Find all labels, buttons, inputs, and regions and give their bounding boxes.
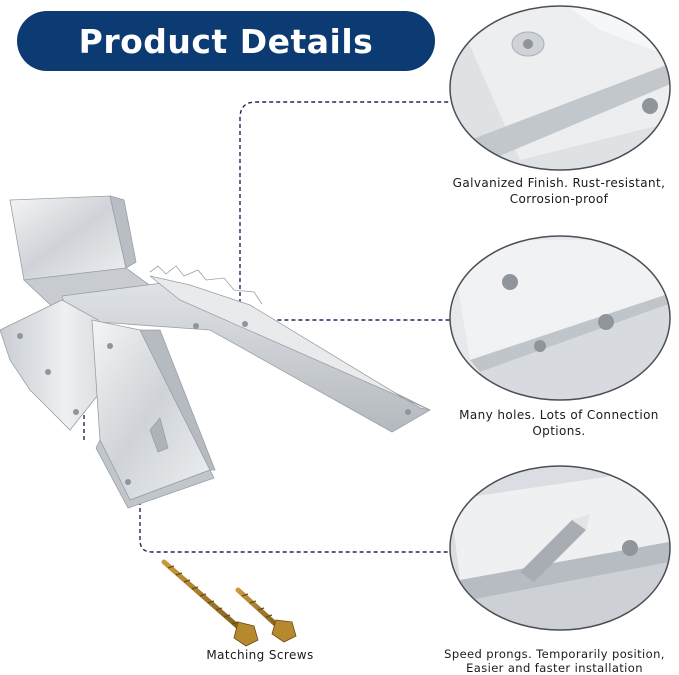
caption-screws-text: Matching Screws: [206, 648, 314, 662]
caption-holes-line-2: Options.: [532, 424, 586, 438]
joist-hanger-bracket: [0, 195, 431, 509]
caption-holes: Many holes. Lots of Connection Options.: [440, 407, 678, 439]
caption-finish-line-2: Corrosion-proof: [509, 192, 609, 206]
caption-finish: Galvanized Finish. Rust-resistant, Corro…: [440, 175, 678, 207]
page-title: Product Details: [78, 21, 374, 61]
callout-line-finish: [239, 101, 452, 310]
screw-1: [161, 559, 259, 647]
screw-2: [235, 587, 297, 643]
title-banner: Product Details: [17, 11, 435, 71]
zoom-detail-prongs: [449, 465, 671, 631]
caption-prongs-line-2: Easier and faster installation: [466, 661, 643, 675]
callout-line-prongs: [139, 480, 452, 553]
caption-prongs-line-1: Speed prongs. Temporarily position,: [444, 647, 665, 661]
caption-screws: Matching Screws: [180, 647, 340, 663]
caption-finish-line-1: Galvanized Finish. Rust-resistant,: [452, 176, 666, 190]
zoom-detail-finish: [449, 5, 671, 171]
zoom-detail-holes: [449, 235, 671, 401]
caption-holes-line-1: Many holes. Lots of Connection: [459, 408, 659, 422]
caption-prongs: Speed prongs. Temporarily position, Easi…: [430, 647, 679, 675]
